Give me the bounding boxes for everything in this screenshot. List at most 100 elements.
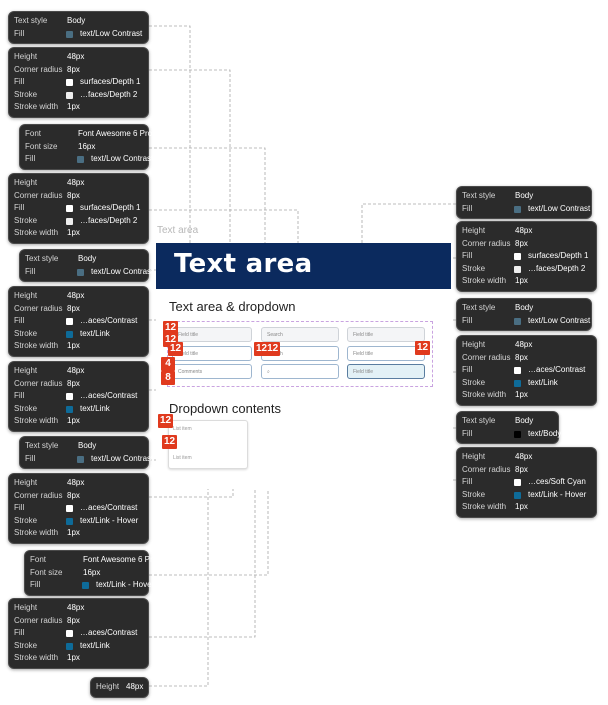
spec-key: Fill	[14, 28, 25, 38]
spec-value: 1px	[515, 502, 528, 512]
spec-value: 16px	[78, 141, 96, 151]
color-swatch	[77, 455, 84, 463]
spec-value: …aces/Contrast	[80, 391, 138, 401]
spacing-badge: 12	[415, 341, 431, 355]
spec-key: Corner radius	[462, 238, 511, 248]
spec-value: 8px	[67, 190, 80, 200]
search-field-default[interactable]: Search	[261, 327, 339, 342]
spec-key: Fill	[14, 77, 25, 87]
spec-key: Fill	[462, 203, 473, 213]
color-swatch	[77, 156, 84, 164]
dropdown-field-default[interactable]: Field title	[347, 327, 425, 342]
spec-value: text/Link - Hover	[80, 515, 139, 525]
search-field-hover[interactable]: ⌕	[261, 364, 339, 379]
spec-value: text/Link	[80, 640, 110, 650]
spec-key: Corner radius	[14, 490, 63, 500]
spec-value: text/Low Contrast	[528, 203, 591, 213]
spec-key: Stroke width	[14, 228, 59, 238]
dropdown-field-hover[interactable]: Field title	[347, 364, 425, 379]
list-item[interactable]: List item	[173, 426, 192, 432]
text-field-default[interactable]: Field title	[172, 327, 252, 342]
color-swatch	[514, 479, 521, 487]
dropdown-field-focus[interactable]: Field title	[347, 346, 425, 361]
spec-key: Fill	[30, 580, 41, 590]
list-item[interactable]: List item	[173, 455, 192, 461]
spec-value: 48px	[67, 366, 85, 375]
spec-value: text/Low Contrast	[91, 154, 154, 164]
dropdown-placeholder: Field title	[353, 369, 374, 375]
spec-key: Stroke width	[14, 416, 59, 426]
color-swatch	[66, 318, 73, 326]
spec-value: Body	[78, 254, 97, 263]
spec-key: Fill	[14, 391, 25, 401]
spec-key: Stroke	[462, 263, 486, 273]
spec-value: text/Link	[80, 328, 110, 338]
spec-key: Fill	[462, 428, 473, 438]
spec-value: …faces/Depth 2	[80, 215, 138, 225]
spec-key: Corner radius	[462, 464, 511, 474]
search-placeholder: Search	[267, 332, 283, 338]
color-swatch	[66, 91, 73, 99]
hero-title: Text area	[174, 249, 313, 279]
spec-key: Fill	[462, 477, 473, 487]
spec-value: 48px	[126, 682, 144, 691]
spec-key: Fill	[14, 628, 25, 638]
spec-key: Corner radius	[14, 378, 63, 388]
color-swatch	[66, 217, 73, 225]
spec-key: Corner radius	[14, 615, 63, 625]
spec-value: Body	[67, 16, 86, 25]
spec-key: Height	[462, 226, 486, 235]
spec-key: Stroke	[14, 515, 38, 525]
color-swatch	[514, 367, 521, 375]
color-swatch	[66, 405, 73, 413]
text-field-focus[interactable]: Field title	[172, 346, 252, 361]
spec-row: Fill…ces/Soft Cyan	[457, 476, 596, 489]
spec-value: Body	[515, 416, 534, 425]
comments-field[interactable]: Comments	[172, 364, 252, 379]
spec-key: Fill	[14, 503, 25, 513]
spec-row: Stroke text/Link - Hover	[9, 515, 148, 528]
spec-key: Height	[462, 452, 486, 461]
spec-value: 48px	[67, 52, 85, 61]
section-title-dropdown: Text area & dropdown	[169, 299, 296, 314]
spec-value: …aces/Contrast	[80, 628, 138, 638]
dropdown-placeholder: Field title	[353, 351, 374, 357]
spec-value: 48px	[67, 291, 85, 300]
spec-key: Stroke width	[462, 276, 507, 286]
spec-value: text/Link	[528, 377, 558, 387]
hero-banner: Text area	[156, 243, 451, 289]
spec-value: …aces/Contrast	[80, 503, 138, 513]
search-icon: ⌕	[267, 369, 270, 375]
spec-value: 8px	[67, 615, 80, 625]
spec-key: Fill	[25, 453, 36, 463]
spec-key: Fill	[14, 316, 25, 326]
spacing-badge: 12	[162, 435, 178, 449]
